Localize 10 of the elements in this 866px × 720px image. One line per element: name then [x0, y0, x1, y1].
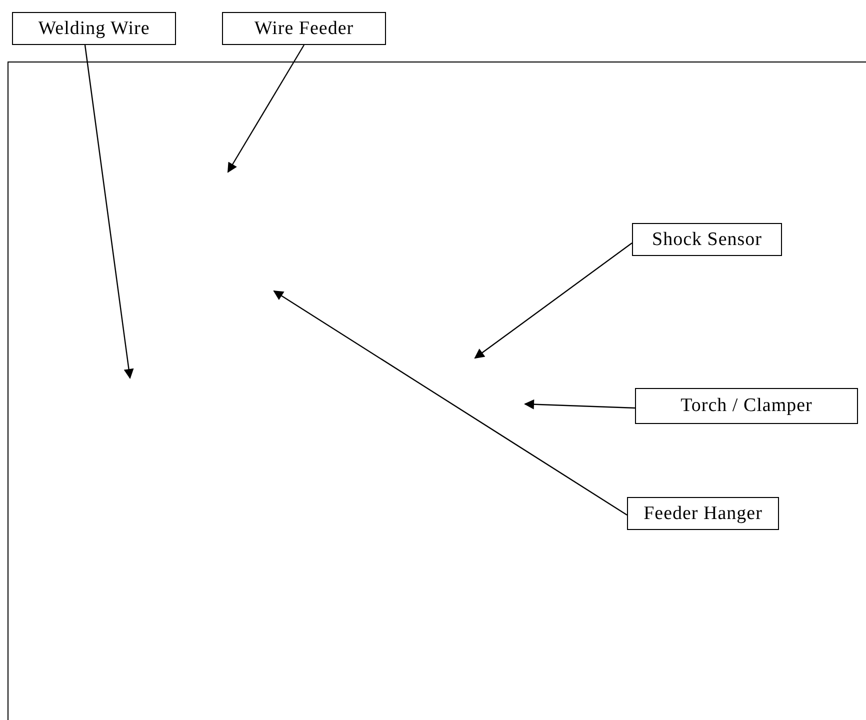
leader-line — [524, 399, 636, 410]
part-label: Welding Wire — [12, 12, 176, 45]
leader-line — [227, 44, 305, 173]
part-label: Feeder Hanger — [627, 497, 779, 530]
part-label: Shock Sensor — [632, 223, 782, 256]
part-label: Wire Feeder — [222, 12, 386, 45]
part-label: Torch / Clamper — [635, 388, 858, 424]
leader-line — [273, 290, 628, 516]
leader-line — [84, 44, 134, 379]
leader-line — [474, 242, 632, 359]
